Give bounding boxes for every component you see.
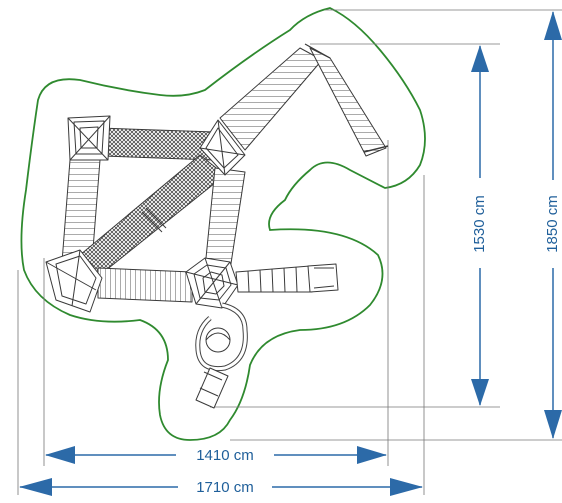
height-1850-label: 1850 cm: [544, 195, 561, 253]
width-1710-label: 1710 cm: [196, 479, 254, 496]
dimension-1710: 1710 cm: [19, 478, 423, 496]
dimension-1530: 1530 cm: [471, 45, 489, 406]
top-net-bridge: [99, 127, 216, 161]
tower-top-left: [67, 115, 111, 161]
spiral-slide: [195, 302, 248, 409]
height-1530-label: 1530 cm: [471, 195, 488, 253]
width-1410-label: 1410 cm: [196, 447, 254, 464]
lower-bridge: [97, 267, 193, 303]
right-ramp: [309, 47, 387, 157]
upper-ramp: [219, 47, 323, 151]
dimension-extension-lines: [17, 9, 562, 495]
safety-zone-outline: [20, 7, 426, 441]
dimension-1850: 1850 cm: [544, 11, 562, 439]
tower-bottom-center: [185, 257, 239, 309]
play-structure: [45, 43, 389, 409]
tube-slide-right: [235, 263, 339, 293]
tower-top-center: [199, 119, 246, 176]
dimension-1410: 1410 cm: [45, 446, 387, 464]
tower-bottom-left: [45, 249, 103, 313]
